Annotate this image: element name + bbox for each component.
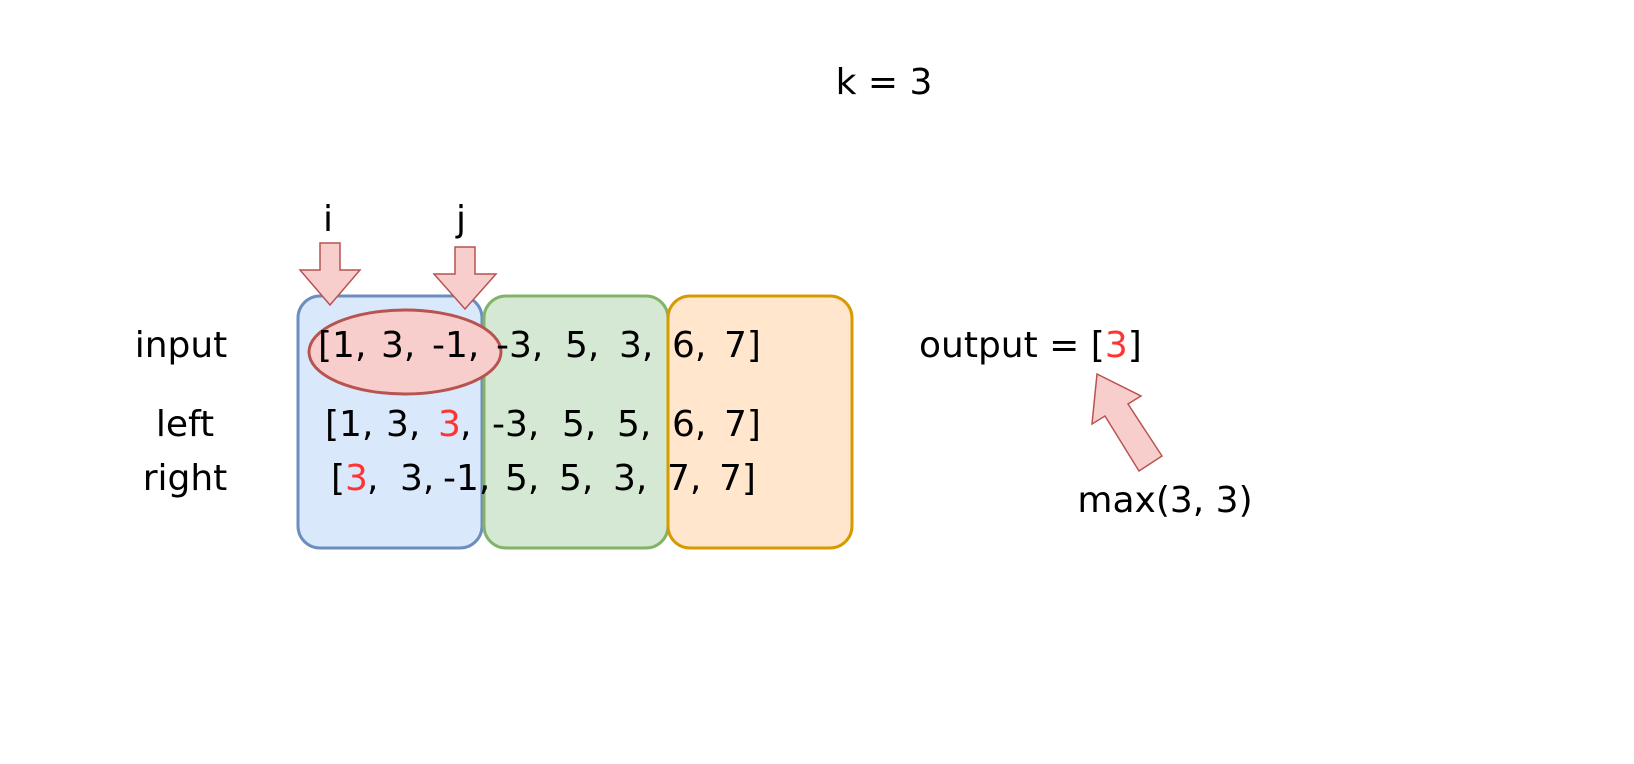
right-token: 7]	[719, 458, 756, 499]
left-token: 5,	[617, 404, 651, 445]
pointer-j-label: j	[455, 199, 466, 240]
row-label-right: right	[143, 458, 228, 499]
left-token: [1,	[325, 404, 373, 445]
right-token: 3,	[613, 458, 647, 499]
left-token: 5,	[562, 404, 596, 445]
right-token: [	[331, 458, 345, 499]
row-label-left: left	[156, 404, 214, 445]
left-token-highlight: 3	[438, 404, 461, 445]
right-array: [ 3 , 3, -1, 5, 5, 3, 7, 7]	[331, 458, 756, 499]
input-array: [1, 3, -1, -3, 5, 3, 6, 7]	[318, 325, 761, 366]
input-token: 6,	[672, 325, 706, 366]
row-label-input: input	[135, 325, 228, 366]
right-token: -1,	[443, 458, 490, 499]
left-token: 6,	[672, 404, 706, 445]
window-ellipse	[307, 308, 503, 396]
right-token: 7,	[667, 458, 701, 499]
max-arrow	[1091, 372, 1164, 473]
input-token: -3,	[496, 325, 543, 366]
window-block-3	[666, 294, 854, 550]
input-token: [1,	[318, 325, 366, 366]
max-label: max(3, 3)	[1077, 480, 1252, 521]
k-label: k = 3	[836, 62, 933, 103]
right-token: ,	[367, 458, 378, 499]
right-token: 3,	[400, 458, 434, 499]
pointer-i-label: i	[323, 199, 333, 240]
left-token: 3,	[386, 404, 420, 445]
right-token-highlight: 3	[345, 458, 368, 499]
pointer-j-arrow	[432, 246, 498, 311]
output-suffix: ]	[1128, 325, 1142, 366]
left-token: 7]	[724, 404, 761, 445]
pointer-i-arrow	[298, 242, 362, 307]
input-token: 3,	[619, 325, 653, 366]
input-token: 5,	[565, 325, 599, 366]
input-token: 3,	[381, 325, 415, 366]
left-token: ,	[460, 404, 471, 445]
output-value: 3	[1105, 325, 1128, 366]
right-token: 5,	[559, 458, 593, 499]
input-token: -1,	[432, 325, 479, 366]
output-label: output = [3]	[919, 325, 1142, 366]
right-token: 5,	[505, 458, 539, 499]
left-array: [1, 3, 3 , -3, 5, 5, 6, 7]	[325, 404, 761, 445]
output-prefix: output = [	[919, 325, 1105, 366]
left-token: -3,	[492, 404, 539, 445]
input-token: 7]	[724, 325, 761, 366]
